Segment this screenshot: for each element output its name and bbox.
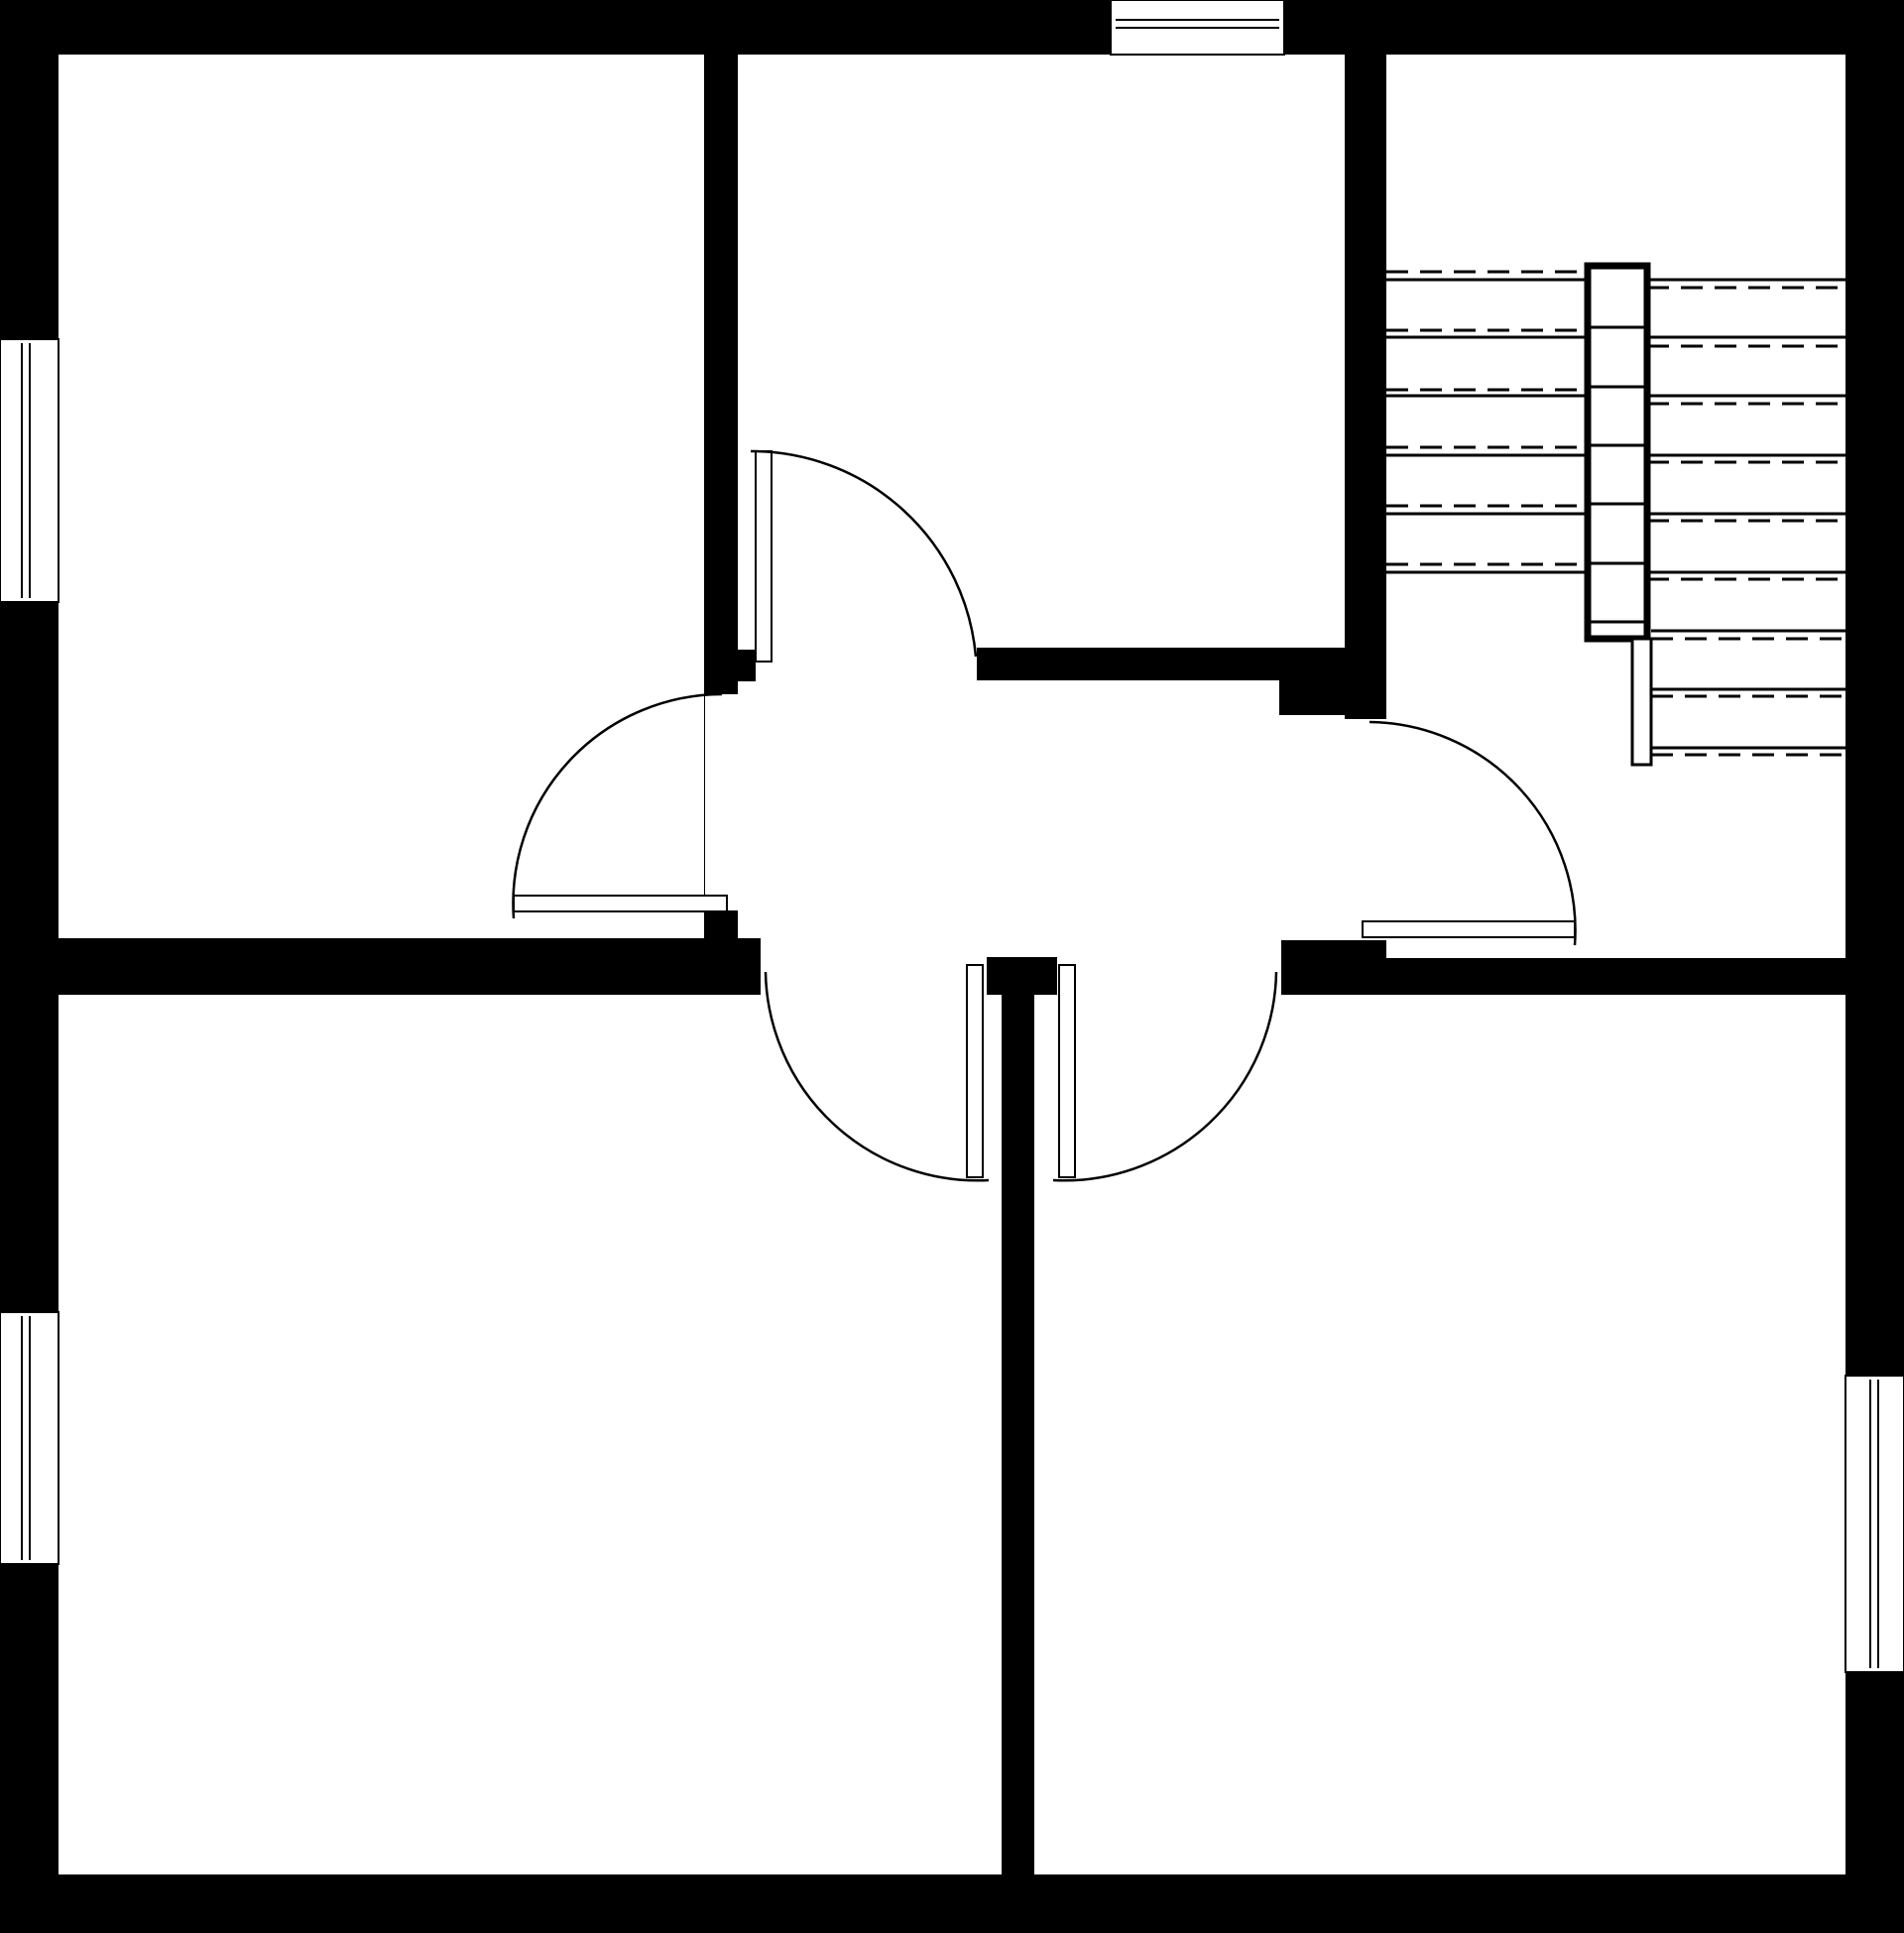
wall-jambs (59, 55, 1845, 1874)
hall-top-opening (738, 648, 977, 669)
bottom-right-room (1034, 995, 1845, 1874)
wall-left-of-top-middle (704, 55, 738, 692)
mid-right-wall (1281, 958, 1845, 995)
hall-bottom-left-opening (761, 938, 987, 995)
central-hall (705, 648, 1345, 967)
center-wall (1002, 957, 1034, 1874)
top-middle-door (750, 449, 978, 663)
stair-newel (1584, 262, 1651, 643)
left-upper-window (0, 338, 60, 603)
jamb (705, 910, 738, 938)
windows (0, 0, 1904, 1673)
stair-treads (1386, 278, 1845, 750)
top-window (1110, 0, 1285, 56)
hall-bottom-right-opening (1057, 938, 1281, 995)
stair (1386, 262, 1845, 767)
left-hall-door (512, 692, 728, 919)
bottom-left-door (764, 964, 990, 1182)
bottom-right-door (1052, 964, 1278, 1182)
hall-top-wall (977, 651, 1345, 680)
mid-left-wall (59, 938, 761, 995)
top-left-room (59, 55, 704, 938)
jamb (1345, 940, 1386, 959)
left-lower-window (0, 1311, 60, 1565)
doors (512, 449, 1577, 1182)
top-middle-room (738, 55, 1345, 648)
rooms (59, 55, 1845, 1874)
bottom-left-room (59, 995, 1002, 1874)
hall-right-opening (1345, 715, 1386, 943)
right-lower-window (1844, 1375, 1904, 1673)
wall-right-of-top-middle (1345, 55, 1386, 719)
right-hall-door (1362, 720, 1577, 946)
stair-post (1630, 637, 1653, 767)
jamb (738, 650, 756, 681)
